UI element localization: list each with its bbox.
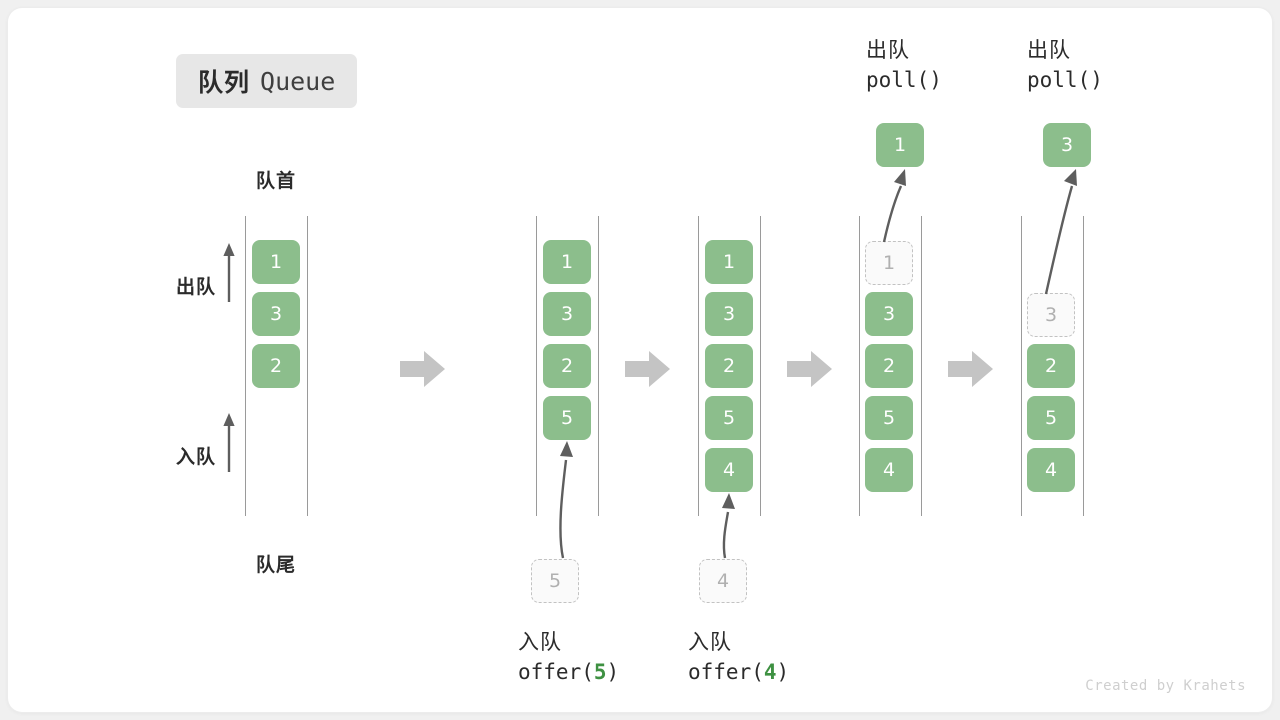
title-badge: 队列 Queue [176,54,358,108]
ghost-item: 5 [531,559,579,603]
title-cn: 队列 [198,68,251,97]
queue-item: 4 [1027,448,1075,492]
operation-fn-end: ) [776,659,790,684]
operation-cn: 入队 [518,630,562,654]
enqueue-move-arrow [559,441,573,559]
queue-item: 5 [865,396,913,440]
operation-caption-top: 出队 poll() [866,36,1056,96]
queue-item: 5 [1027,396,1075,440]
queue-item: 1 [252,240,300,284]
queue-item: 2 [1027,344,1075,388]
rail-right [1083,216,1084,516]
queue-item-new: 5 [543,396,591,440]
title-en: Queue [260,66,336,96]
operation-arg: 5 [593,659,607,684]
operation-cn: 出队 [866,38,910,62]
operation-code: poll() [1027,67,1103,92]
dequeue-move-arrow [1044,169,1077,295]
dequeue-side-label: 出队 [175,276,216,298]
rail-right [307,216,308,516]
operation-cn: 入队 [688,630,732,654]
rail-left [859,216,860,516]
rail-left [245,216,246,516]
rail-left [1021,216,1022,516]
queue-item: 2 [543,344,591,388]
queue-item: 3 [543,292,591,336]
queue-item: 1 [705,240,753,284]
step-arrow-icon [787,351,832,387]
operation-code: offer(5) [518,658,708,688]
queue-item: 2 [252,344,300,388]
step-arrow-icon [625,351,670,387]
operation-code: poll() [866,67,942,92]
step-arrow-icon [948,351,993,387]
queue-head-label: 队首 [255,170,296,192]
operation-code: offer(4) [688,658,878,688]
queue-item: 5 [705,396,753,440]
operation-caption-top: 出队 poll() [1027,36,1217,96]
footer-credit: Created by Krahets [1085,678,1246,694]
rail-right [598,216,599,516]
operation-arg: 4 [763,659,777,684]
rail-right [760,216,761,516]
enqueue-move-arrow [722,493,735,559]
rail-left [698,216,699,516]
queue-item: 2 [705,344,753,388]
queue-tail-label: 队尾 [255,554,296,576]
enqueue-side-label: 入队 [175,446,216,468]
dequeue-move-arrow [882,169,906,243]
operation-cn: 出队 [1027,38,1071,62]
operation-caption: 入队 offer(5) [518,628,708,688]
queue-item: 2 [865,344,913,388]
diagram-card: 队列 Queue 队首 队尾 出队 入队 1 3 2 1 3 2 5 5 [8,8,1272,712]
operation-fn: offer( [518,659,594,684]
rail-left [536,216,537,516]
ghost-item: 1 [865,241,913,285]
ghost-item: 4 [699,559,747,603]
popped-item: 3 [1043,123,1091,167]
queue-item-new: 4 [705,448,753,492]
queue-item: 3 [865,292,913,336]
enqueue-direction-arrow [223,413,235,472]
queue-item: 1 [543,240,591,284]
dequeue-direction-arrow [223,243,235,302]
operation-fn-end: ) [606,659,620,684]
rail-right [921,216,922,516]
operation-caption: 入队 offer(4) [688,628,878,688]
step-arrow-icon [400,351,445,387]
ghost-item: 3 [1027,293,1075,337]
queue-item: 4 [865,448,913,492]
queue-item: 3 [705,292,753,336]
operation-fn: offer( [688,659,764,684]
queue-item: 3 [252,292,300,336]
popped-item: 1 [876,123,924,167]
